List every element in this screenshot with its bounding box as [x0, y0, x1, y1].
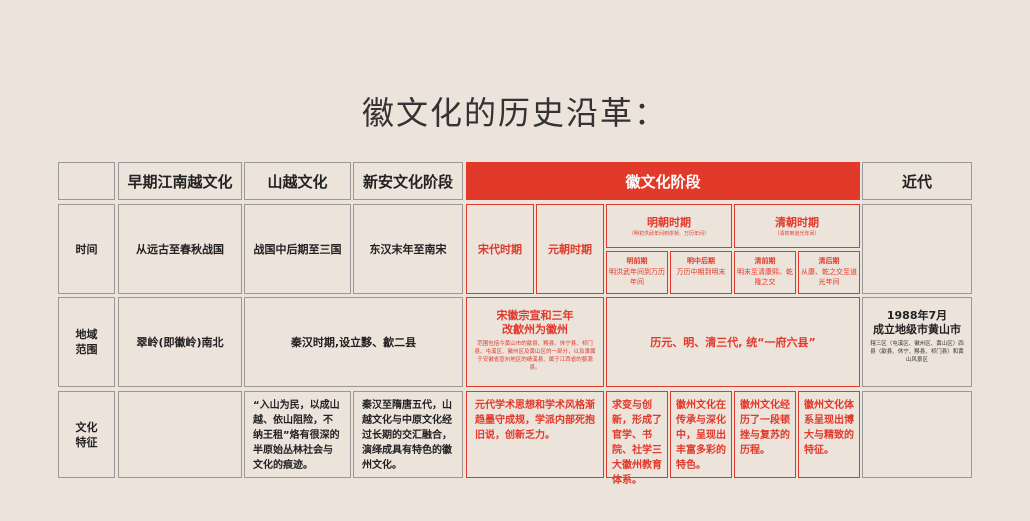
feature-ming-mid: 徽州文化在传承与深化中，呈现出丰富多彩的特色。: [670, 391, 732, 478]
time-qing-late-desc: 从康、乾之交至道光年间: [801, 268, 857, 286]
region-shanyue-xinan: 秦汉时期,设立黟、歙二县: [244, 297, 463, 387]
feature-qing-early: 徽州文化经历了一段顿挫与复苏的历程。: [734, 391, 796, 478]
time-xinan: 东汉末年至南宋: [353, 204, 463, 294]
feature-early-yue: [118, 391, 242, 478]
header-modern: 近代: [862, 162, 972, 200]
feature-song-yuan: 元代学术思想和学术风格渐趋墨守成规，学派内部死抱旧说，创新乏力。: [466, 391, 604, 478]
time-qing-early-title: 清前期: [754, 257, 776, 265]
row-label-time: 时间: [58, 204, 115, 294]
time-qing-early-desc: 明末至清康熙、乾隆之交: [737, 268, 793, 286]
feature-qing-late: 徽州文化体系呈现出博大与精致的特征。: [798, 391, 860, 478]
page-title: 徽文化的历史沿革：: [361, 94, 668, 132]
feature-shanyue: “入山为民，以成山越、依山阻险，不纳王租”烙有很深的半原始丛林社会与文化的痕迹。: [244, 391, 351, 478]
time-ming-mid-title: 明中后期: [687, 257, 715, 265]
feature-xinan: 秦汉至隋唐五代，山越文化与中原文化经过长期的交汇融合，演绎成具有特色的徽州文化。: [353, 391, 463, 478]
time-yuan: 元朝时期: [536, 204, 604, 294]
row-label-feature: 文化 特征: [58, 391, 115, 478]
header-huizhou: 徽文化阶段: [466, 162, 860, 200]
region-modern-desc: 辖三区（屯溪区、徽州区、黄山区）四县（歙县、休宁、黟县、祁门县）和黄山风景区: [870, 341, 964, 363]
time-qing-late-title: 清后期: [818, 257, 840, 265]
time-qing-early-box: [734, 251, 796, 294]
time-qing: 清朝时期: [775, 216, 819, 229]
time-ming-early-desc: 明洪武年间到万历年间: [609, 268, 665, 286]
header-early-yue: 早期江南越文化: [118, 162, 242, 200]
region-modern-box: [862, 297, 972, 387]
time-ming: 明朝时期: [647, 216, 691, 229]
row-label-region: 地域 范围: [58, 297, 115, 387]
time-qing-late-box: [798, 251, 860, 294]
region-song-yuan-box: [466, 297, 604, 387]
time-ming-early-title: 明前期: [626, 257, 648, 265]
time-early-yue: 从远古至春秋战国: [118, 204, 242, 294]
region-early-yue: 翠岭(即徽岭)南北: [118, 297, 242, 387]
time-qing-sub: （清初到道光年间）: [774, 231, 820, 237]
corner-cell: [58, 162, 115, 200]
time-song: 宋代时期: [466, 204, 534, 294]
header-shanyue: 山越文化: [244, 162, 351, 200]
time-ming-mid-box: [670, 251, 732, 294]
time-ming-sub: （明初洪武年间到崇祯、万历年间）: [628, 231, 709, 237]
feature-modern: [862, 391, 972, 478]
time-qing-box: [734, 204, 860, 248]
feature-ming-early: 求变与创新，形成了官学、书院、社学三大徽州教育体系。: [606, 391, 668, 486]
time-ming-early-box: [606, 251, 668, 294]
region-song-title: 宋徽宗宣和三年 改歙州为徽州: [496, 309, 574, 336]
time-shanyue: 战国中后期至三国: [244, 204, 351, 294]
region-modern-title: 1988年7月 成立地级市黄山市: [873, 309, 961, 336]
region-ming-qing: 历元、明、清三代, 统“一府六县”: [606, 297, 860, 387]
time-ming-box: [606, 204, 732, 248]
region-song-desc: 范围包括今黄山市的歙县、黟县、休宁县、祁门县、屯溪区、徽州区及黄山区的一部分，以…: [474, 341, 596, 371]
time-modern: [862, 204, 972, 294]
header-xinan: 新安文化阶段: [353, 162, 463, 200]
time-ming-mid-desc: 万历中期到明末: [676, 268, 726, 276]
